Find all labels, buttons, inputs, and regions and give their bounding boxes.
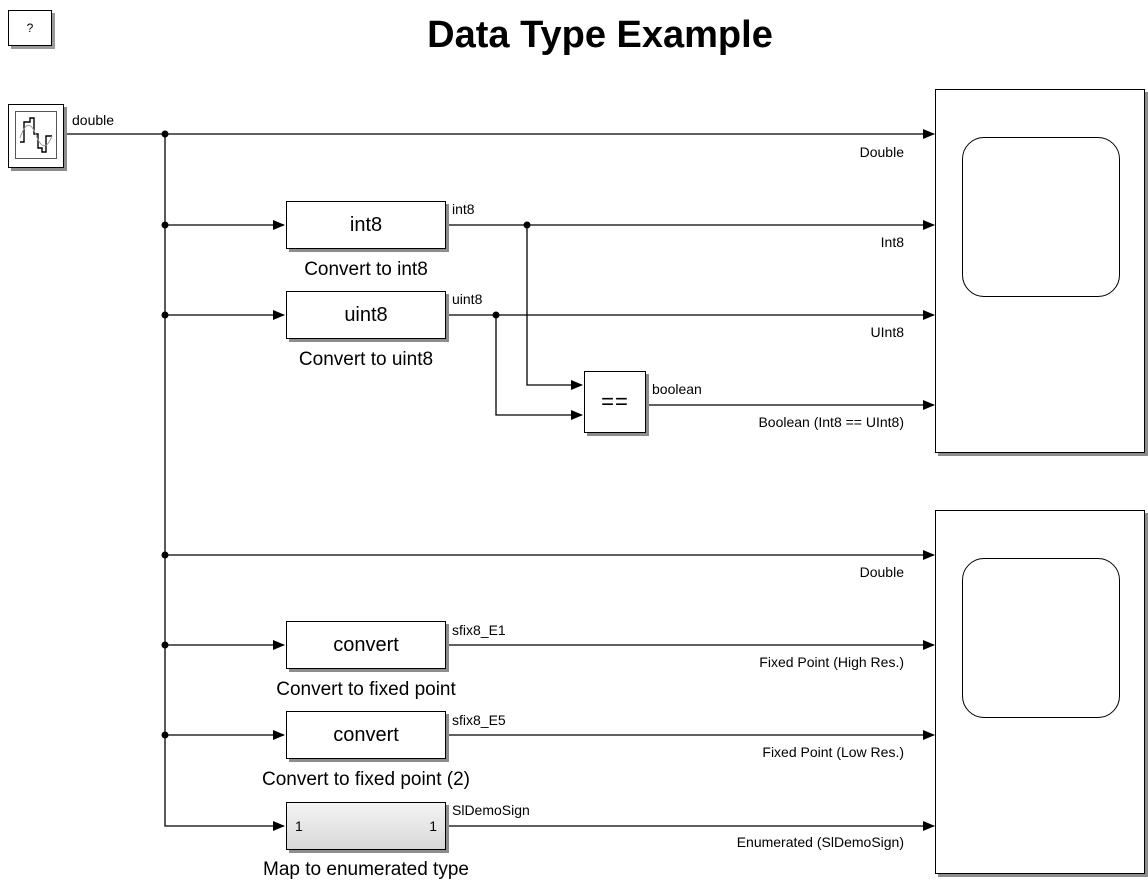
convert-uint8-block[interactable]: uint8	[286, 291, 446, 339]
convert-int8-caption: Convert to int8	[304, 259, 428, 280]
enum-out-port: 1	[429, 818, 437, 834]
junction-dot	[161, 551, 169, 559]
junction-dot	[161, 641, 169, 649]
help-button[interactable]: ?	[8, 10, 52, 46]
signal-trunk[interactable]	[164, 134, 285, 831]
junction-dot	[492, 311, 500, 319]
diagram-title: Data Type Example	[427, 14, 773, 56]
scope1-input-label: UInt8	[870, 324, 904, 340]
junction-dot	[161, 311, 169, 319]
scope1-input-label: Double	[859, 144, 904, 160]
scope-block-2[interactable]	[935, 510, 1145, 874]
enumerated-type-block[interactable]: 1 1	[286, 802, 446, 850]
relational-operator-block[interactable]: ==	[584, 371, 646, 433]
convert-fixed-point-block[interactable]: convert	[286, 621, 446, 669]
scope2-input-label: Double	[859, 564, 904, 580]
signal-label-double: double	[72, 112, 115, 128]
junction-dot	[161, 221, 169, 229]
signal-label-sfix8-e5: sfix8_E5	[452, 712, 506, 728]
signal-label-boolean: boolean	[652, 381, 702, 397]
scope-block-1[interactable]	[935, 89, 1145, 453]
uint8-to-compare[interactable]	[495, 315, 583, 420]
signal-source-block[interactable]	[8, 104, 64, 168]
scope1-input-label: Boolean (Int8 == UInt8)	[758, 414, 904, 430]
signal-source-icon	[15, 111, 57, 159]
signal-label-sldemosign: SlDemoSign	[452, 802, 530, 818]
junction-dot	[161, 130, 169, 138]
signal-label-sfix8-e1: sfix8_E1	[452, 622, 506, 638]
convert-fixed-point-2-caption: Convert to fixed point (2)	[261, 769, 471, 790]
convert-uint8-caption: Convert to uint8	[298, 349, 434, 370]
scope2-input-label: Fixed Point (Low Res.)	[762, 744, 904, 760]
scope1-input-label: Int8	[880, 234, 904, 250]
scope2-input-label: Fixed Point (High Res.)	[759, 654, 904, 670]
signal-label-int8: int8	[452, 201, 475, 217]
junction-dot	[161, 731, 169, 739]
convert-fixed-point-caption: Convert to fixed point	[276, 679, 456, 700]
convert-int8-block[interactable]: int8	[286, 201, 446, 249]
enum-in-port: 1	[295, 818, 303, 834]
convert-fixed-point-2-block[interactable]: convert	[286, 711, 446, 759]
scope2-input-label: Enumerated (SlDemoSign)	[736, 834, 904, 850]
scope-screen-icon	[962, 558, 1120, 718]
signal-label-uint8: uint8	[452, 291, 483, 307]
enumerated-type-caption: Map to enumerated type	[263, 859, 469, 880]
int8-to-compare[interactable]	[526, 225, 583, 390]
scope-screen-icon	[962, 137, 1120, 297]
junction-dot	[523, 221, 531, 229]
